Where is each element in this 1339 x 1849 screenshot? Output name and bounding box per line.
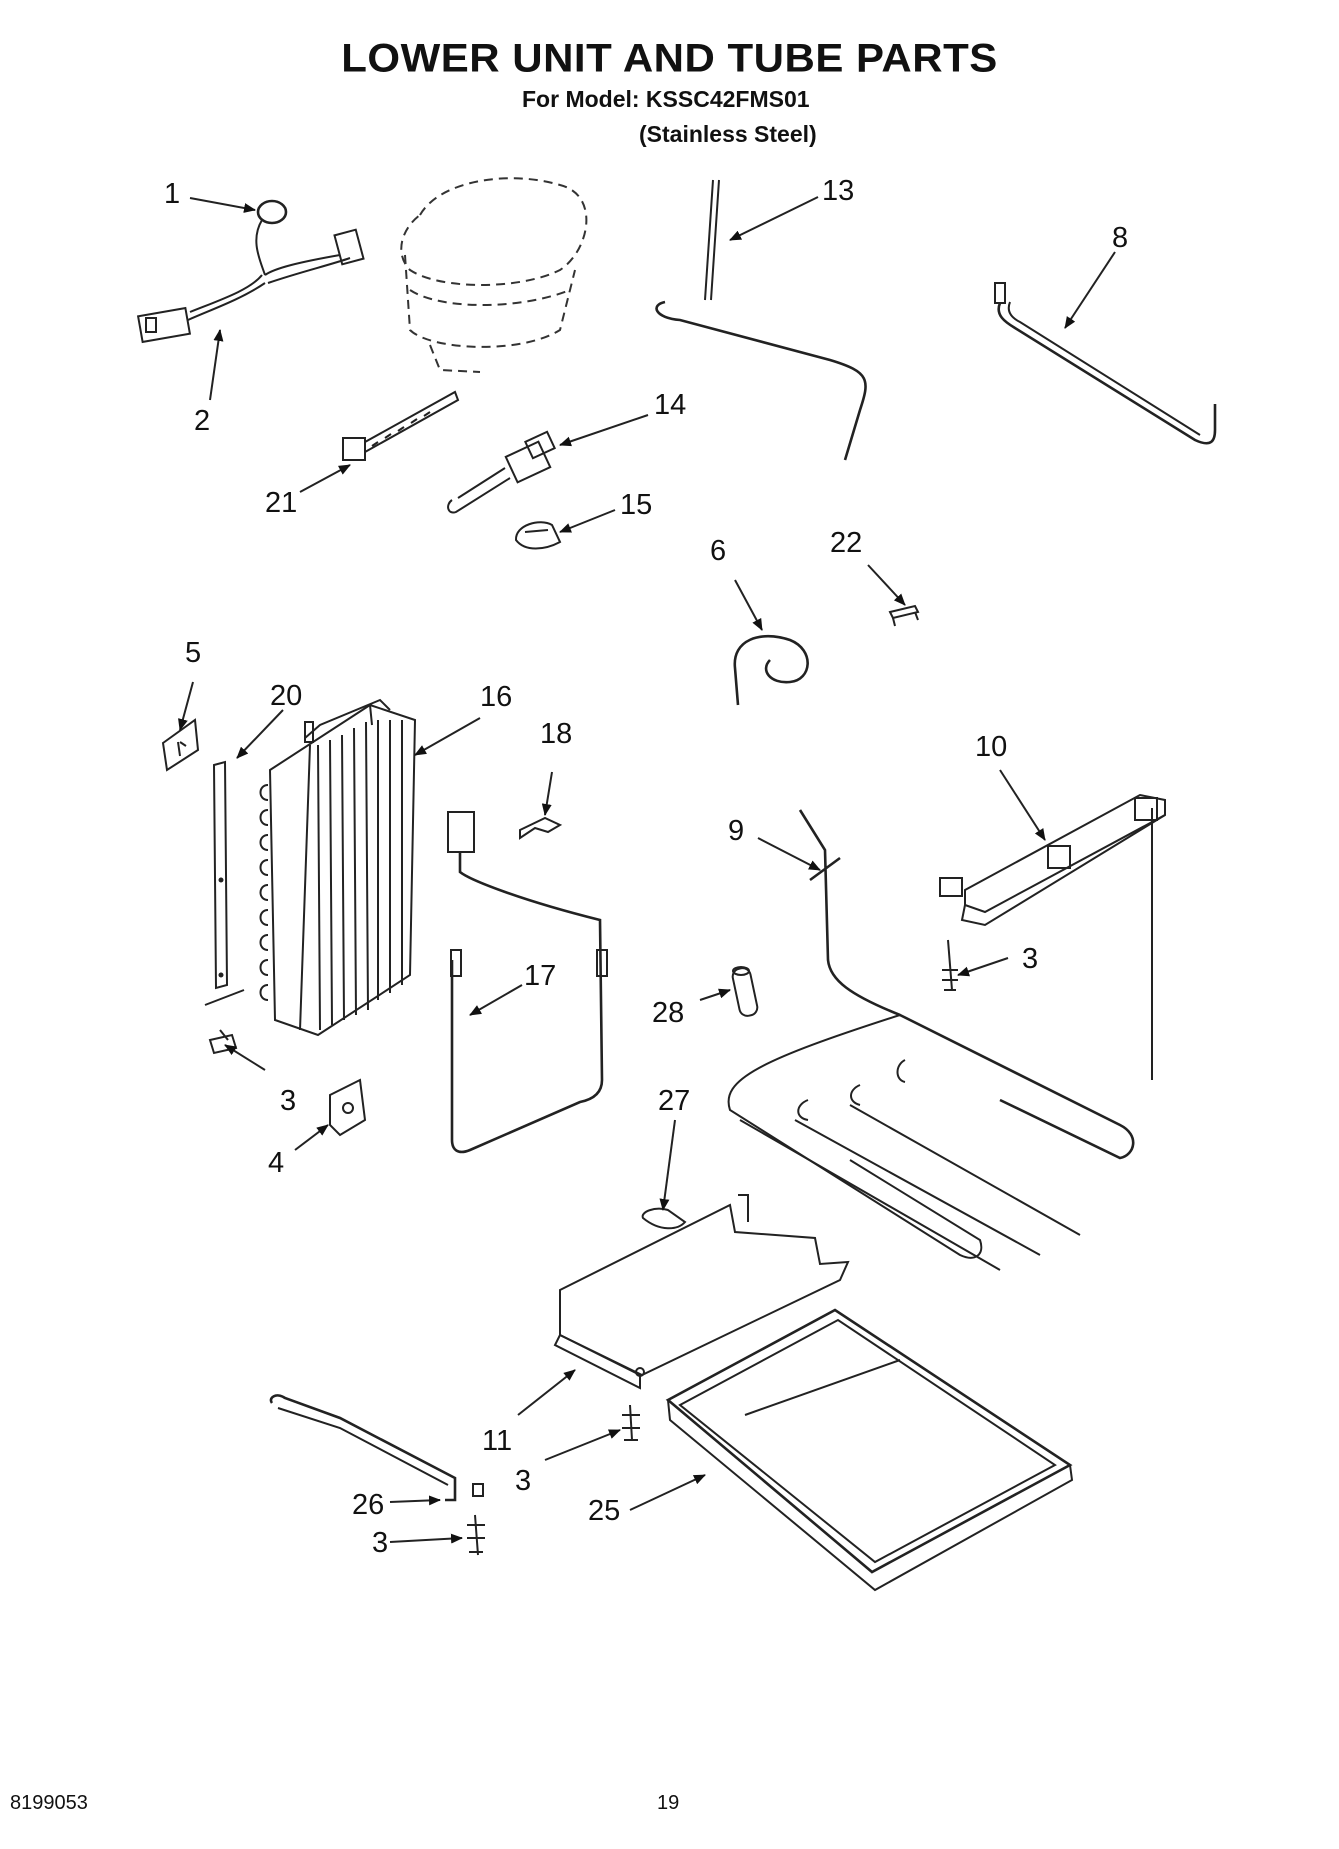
callout-label: 26 bbox=[352, 1489, 384, 1521]
page-number: 19 bbox=[657, 1792, 680, 1814]
drain-pan-part bbox=[665, 1308, 1074, 1592]
callout-label: 9 bbox=[728, 815, 744, 847]
callout-label: 21 bbox=[265, 487, 297, 519]
clip-part-15 bbox=[514, 521, 562, 550]
callout-label: 27 bbox=[658, 1085, 690, 1117]
bracket-strip-part bbox=[204, 760, 245, 1006]
screw-part-channel bbox=[942, 939, 958, 991]
cable-tie-part bbox=[342, 390, 460, 461]
document-number: 8199053 bbox=[10, 1792, 88, 1814]
callout-label: 25 bbox=[588, 1495, 620, 1527]
variant-line: (Stainless Steel) bbox=[639, 121, 817, 147]
callout-label: 11 bbox=[482, 1425, 512, 1457]
callout-label: 15 bbox=[620, 489, 652, 521]
callout-label: 1 bbox=[164, 178, 180, 210]
callout-label: 16 bbox=[480, 681, 512, 713]
thermistor-part bbox=[447, 430, 557, 514]
callout-arrows bbox=[178, 196, 1116, 1544]
page-title: LOWER UNIT AND TUBE PARTS bbox=[341, 35, 998, 80]
callout-label: 3 bbox=[372, 1527, 388, 1559]
coiled-tube-part bbox=[733, 635, 809, 706]
callout-label: 3 bbox=[280, 1085, 296, 1117]
callout-label: 4 bbox=[268, 1147, 284, 1179]
bracket-part-4 bbox=[329, 1078, 367, 1137]
callout-label: 20 bbox=[270, 680, 302, 712]
callout-label: 6 bbox=[710, 535, 726, 567]
tube-part-8 bbox=[994, 282, 1217, 445]
evaporator-part bbox=[259, 698, 417, 1037]
wire-harness-part bbox=[136, 199, 365, 344]
capillary-tube-part bbox=[655, 179, 867, 461]
clip-part-27 bbox=[641, 1207, 687, 1230]
model-line: For Model: KSSC42FMS01 bbox=[522, 86, 810, 112]
callout-label: 3 bbox=[515, 1465, 531, 1497]
screw-part-bottom bbox=[467, 1514, 485, 1556]
callout-label: 5 bbox=[185, 637, 201, 669]
screw-part-tray bbox=[622, 1404, 640, 1441]
callout-label: 8 bbox=[1112, 222, 1128, 254]
callout-label: 28 bbox=[652, 997, 684, 1029]
callout-label: 13 bbox=[822, 175, 854, 207]
callout-labels: 1 2 13 8 14 21 15 6 22 5 20 16 18 10 9 3… bbox=[164, 175, 1128, 1559]
bracket-wire-part bbox=[269, 1394, 484, 1502]
callout-label: 22 bbox=[830, 527, 862, 559]
compressor-reference bbox=[400, 177, 588, 373]
callout-label: 18 bbox=[540, 718, 572, 750]
bracket-tray-part bbox=[553, 1194, 850, 1390]
callout-label: 10 bbox=[975, 731, 1007, 763]
callout-label: 2 bbox=[194, 405, 210, 437]
callout-label: 17 bbox=[524, 960, 556, 992]
heater-tube-part bbox=[727, 809, 1135, 1271]
clip-part-18 bbox=[519, 816, 563, 840]
callout-label: 3 bbox=[1022, 943, 1038, 975]
tube-section-part bbox=[731, 966, 759, 1017]
drain-channel-part bbox=[939, 793, 1166, 1080]
callout-label: 14 bbox=[654, 389, 686, 421]
heater-loop-part bbox=[447, 811, 608, 1154]
clip-part-22 bbox=[888, 604, 920, 627]
